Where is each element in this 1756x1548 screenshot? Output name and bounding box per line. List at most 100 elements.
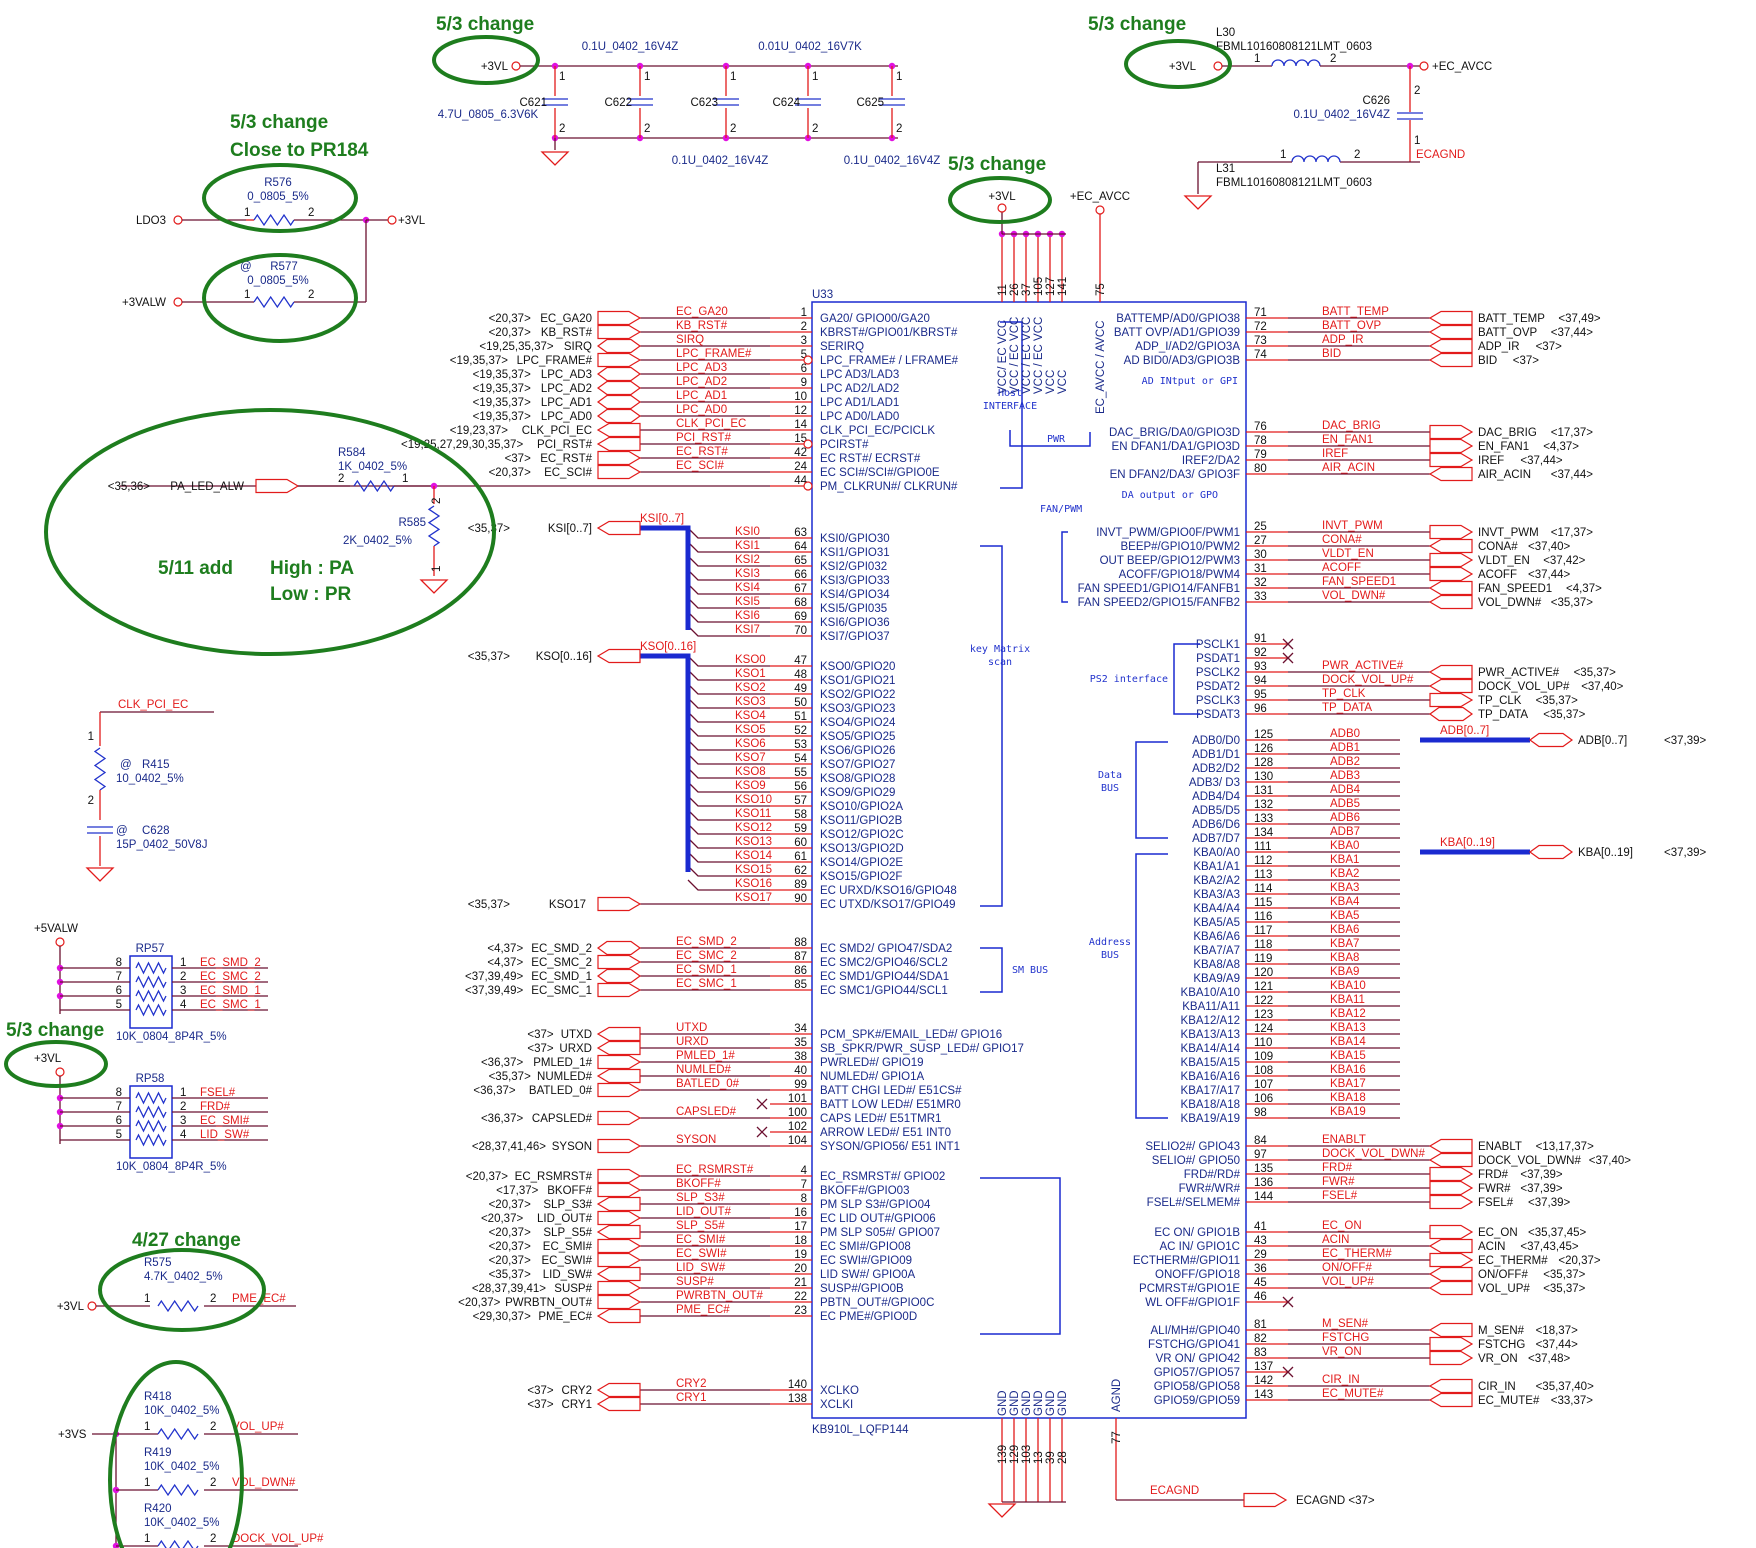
port-name: ENABLT xyxy=(1478,1141,1522,1153)
net-label: KBA11 xyxy=(1330,994,1365,1006)
pin-number: 17 xyxy=(794,1221,807,1233)
net-label: KSO8 xyxy=(735,766,766,778)
pin-number: 22 xyxy=(794,1291,807,1303)
port-sheet-ref: <37> xyxy=(505,453,532,465)
bus-entry xyxy=(687,879,770,891)
pin-number: 2 xyxy=(431,498,443,504)
offpage-port xyxy=(255,478,300,494)
net-label: KBA15 xyxy=(1330,1050,1366,1062)
port-name: SIRQ xyxy=(564,341,592,353)
pin-number: 53 xyxy=(794,739,807,751)
pin-number: 72 xyxy=(1254,321,1267,333)
group-bracket xyxy=(1173,643,1200,715)
pin-number: 108 xyxy=(1254,1065,1273,1077)
port-shape xyxy=(1429,552,1474,568)
pin-number: 20 xyxy=(794,1263,807,1275)
pin-function: KSO0/GPIO20 xyxy=(820,661,895,673)
port-sheet-ref: <35,37> xyxy=(468,899,510,911)
pin-function: KSO15/GPIO2F xyxy=(820,871,902,883)
pin-number: 1 xyxy=(1254,53,1260,65)
offpage-port xyxy=(596,940,642,956)
pin-function: FAN SPEED2/GPIO15/FANFB2 xyxy=(1078,597,1240,609)
pin-number: 1 xyxy=(812,71,818,83)
offpage-port xyxy=(597,310,642,326)
port-sheet-ref: <37,42> xyxy=(1543,555,1585,567)
pin-number: 119 xyxy=(1254,953,1272,965)
port-shape xyxy=(596,394,642,410)
pin-number: 102 xyxy=(788,1121,807,1133)
port-name: FSEL# xyxy=(1478,1197,1514,1209)
net-label: KSO16 xyxy=(735,878,772,890)
net-label: KSO13 xyxy=(735,836,772,848)
port-shape xyxy=(597,1210,642,1226)
pin-function: KSI0/GPIO30 xyxy=(820,533,890,545)
pin-function: XCLKO xyxy=(820,1385,859,1397)
pin-function: KBA4/A4 xyxy=(1193,903,1240,915)
offpage-port xyxy=(596,1266,641,1282)
pin-number: 76 xyxy=(1254,421,1267,433)
pin-number: 37 xyxy=(1021,283,1033,296)
port-sheet-ref: <18,37> xyxy=(1536,1325,1578,1337)
pin-function: KSO13/GPIO2D xyxy=(820,843,904,855)
net-label: KSO0 xyxy=(735,654,766,666)
pin-number: 8 xyxy=(801,1193,807,1205)
no-connect-icon xyxy=(1282,1296,1294,1308)
pin-function: KBA2/A2 xyxy=(1193,875,1240,887)
port-sheet-ref: <35,37> xyxy=(468,651,510,663)
net-label: BID xyxy=(1322,348,1341,360)
net-label: KBA1 xyxy=(1330,854,1359,866)
net-label: KSI4 xyxy=(735,582,761,594)
port-sheet-ref: <37,39> xyxy=(1664,847,1706,859)
pin-number: 99 xyxy=(794,1079,807,1091)
power-port-icon xyxy=(387,215,397,225)
port-shape xyxy=(597,1238,642,1254)
offpage-port xyxy=(597,1182,642,1198)
net-label: CLK_PCI_EC xyxy=(118,699,188,711)
pin-number: 2 xyxy=(210,1533,216,1545)
port-shape xyxy=(1428,706,1474,722)
port-name: KBA[0..19] xyxy=(1578,847,1633,859)
bus-entry xyxy=(687,795,770,807)
pin-number: 104 xyxy=(788,1135,808,1147)
port-shape xyxy=(597,1054,642,1070)
port-shape xyxy=(596,436,641,452)
pin-number: 25 xyxy=(1254,521,1267,533)
group-label: FAN/PWM xyxy=(1040,504,1082,515)
pin-number: 96 xyxy=(1254,703,1267,715)
group-label: DA output or GPO xyxy=(1122,490,1218,501)
pin-number: 7 xyxy=(116,971,122,983)
pin-number: 111 xyxy=(1254,841,1271,853)
offpage-port xyxy=(1429,1252,1474,1268)
component-value: 10K_0402_5% xyxy=(144,1405,219,1417)
net-label: KSO17 xyxy=(735,892,772,904)
group-bracket xyxy=(980,545,1003,907)
pin-number: 24 xyxy=(794,461,807,473)
net-label: EC_SMC_2 xyxy=(676,950,737,962)
offpage-port xyxy=(596,1068,641,1084)
pin-number: 1 xyxy=(244,207,250,219)
resistor-icon xyxy=(135,1133,167,1147)
pin-function: ADP_I/AD2/GPIO3A xyxy=(1135,341,1240,353)
resistor-icon xyxy=(135,1003,167,1017)
pin-number: 116 xyxy=(1254,911,1272,923)
port-name: LID_SW# xyxy=(543,1269,593,1281)
coil xyxy=(1291,155,1341,163)
port-name: CIR_IN xyxy=(1478,1381,1516,1393)
net-label: ADB6 xyxy=(1330,812,1360,824)
pin-function: KBA14/A14 xyxy=(1181,1043,1241,1055)
port-shape xyxy=(1428,1152,1473,1168)
offpage-port xyxy=(1243,1492,1288,1508)
net-label: ECAGND xyxy=(1416,149,1465,161)
port-name: BKOFF# xyxy=(547,1185,592,1197)
port-sheet-ref: <20,37> xyxy=(489,1199,531,1211)
pin-function: GND xyxy=(997,1390,1009,1416)
pin-number: 2 xyxy=(1414,85,1420,97)
power-port-icon xyxy=(173,297,183,307)
port-shape xyxy=(1429,1336,1474,1352)
port-name: EC_ON xyxy=(1478,1227,1518,1239)
group-label: key Matrix xyxy=(970,644,1030,655)
net-label: EC_ON xyxy=(1322,1220,1362,1232)
resistor-icon xyxy=(253,295,295,309)
power-port-icon xyxy=(511,61,521,71)
bus-entry xyxy=(687,711,770,723)
